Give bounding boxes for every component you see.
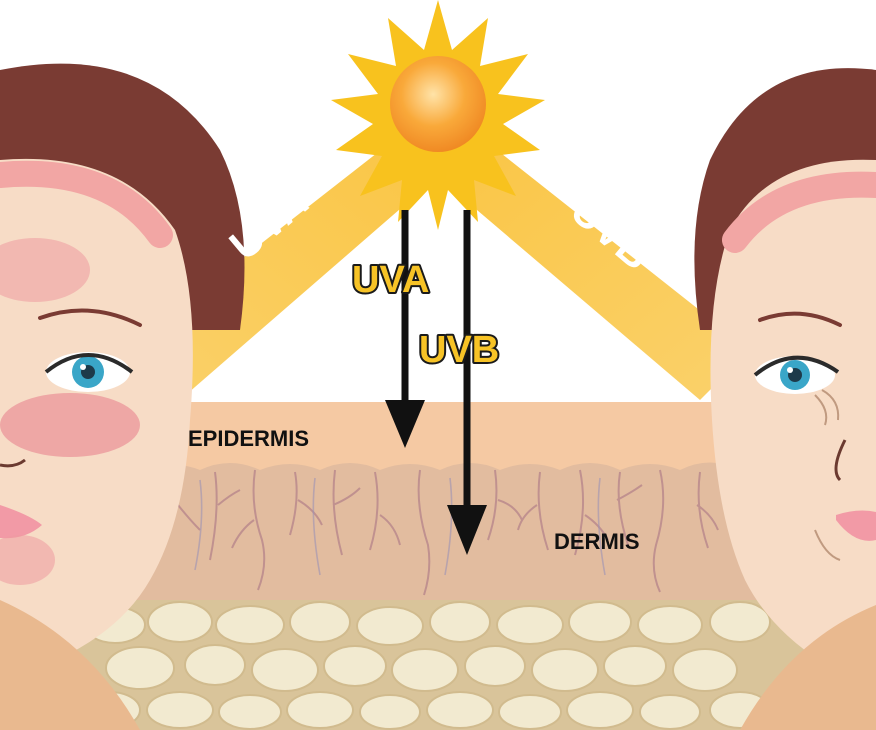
epidermis-layer — [150, 402, 740, 470]
aged-face-illustration — [694, 68, 876, 730]
uvb-beam — [430, 135, 750, 400]
young-face-illustration — [0, 63, 245, 730]
uva-arrow — [385, 210, 425, 448]
epidermis-label: EPIDERMIS — [188, 426, 309, 451]
sun-icon — [331, 0, 545, 230]
uvb-arrow-label: UVB — [419, 329, 499, 371]
uva-beam — [125, 135, 445, 400]
uvb-arrow — [447, 210, 487, 555]
dermis-label: DERMIS — [554, 529, 640, 554]
uva-arrow-label: UVA — [352, 259, 429, 301]
